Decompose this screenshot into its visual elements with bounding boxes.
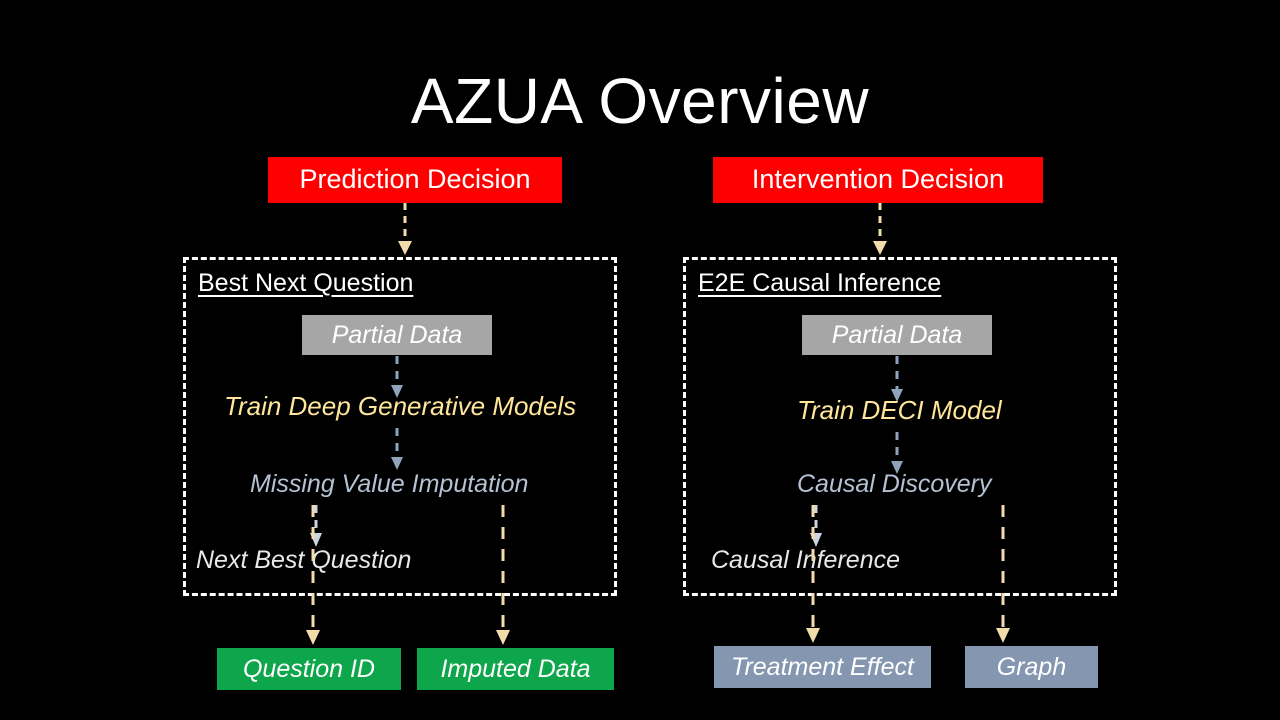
arrow-partialdata-to-train-right (889, 356, 905, 404)
arrow-train-to-mid-right (889, 432, 905, 476)
arrow-next-best-question-to-question-id (303, 505, 323, 645)
output-box-treatment-effect[interactable]: Treatment Effect (714, 646, 931, 688)
arrow-prediction-to-pipeline (395, 203, 415, 257)
arrow-imputation-to-imputed-data (493, 505, 513, 645)
output-box-imputed-data[interactable]: Imputed Data (417, 648, 614, 690)
stage-train-deep-generative-models: Train Deep Generative Models (224, 391, 577, 421)
partial-data-chip-right: Partial Data (802, 315, 992, 355)
pipeline-title-e2e-causal-inference: E2E Causal Inference (698, 269, 942, 297)
pipeline-title-best-next-question: Best Next Question (198, 269, 414, 297)
stage-causal-discovery: Causal Discovery (797, 470, 992, 498)
pipeline-e2e-causal-inference: E2E Causal Inference Partial Data Train … (683, 257, 1117, 596)
decision-box-intervention[interactable]: Intervention Decision (713, 157, 1043, 203)
arrow-train-to-mid-left (389, 428, 405, 472)
output-box-question-id[interactable]: Question ID (217, 648, 401, 690)
arrow-partialdata-to-train-left (389, 356, 405, 400)
decision-box-prediction[interactable]: Prediction Decision (268, 157, 562, 203)
stage-missing-value-imputation: Missing Value Imputation (250, 470, 529, 498)
partial-data-chip-left: Partial Data (302, 315, 492, 355)
output-box-graph[interactable]: Graph (965, 646, 1098, 688)
page-title: AZUA Overview (410, 65, 870, 137)
arrow-intervention-to-pipeline (870, 203, 890, 257)
arrow-causal-discovery-to-graph (993, 505, 1013, 643)
arrow-causal-inference-to-treatment-effect (803, 505, 823, 643)
pipeline-best-next-question: Best Next Question Partial Data Train De… (183, 257, 617, 596)
stage-train-deci-model: Train DECI Model (797, 395, 1002, 425)
stage-causal-inference: Causal Inference (711, 546, 901, 574)
stage-next-best-question: Next Best Question (196, 546, 412, 574)
